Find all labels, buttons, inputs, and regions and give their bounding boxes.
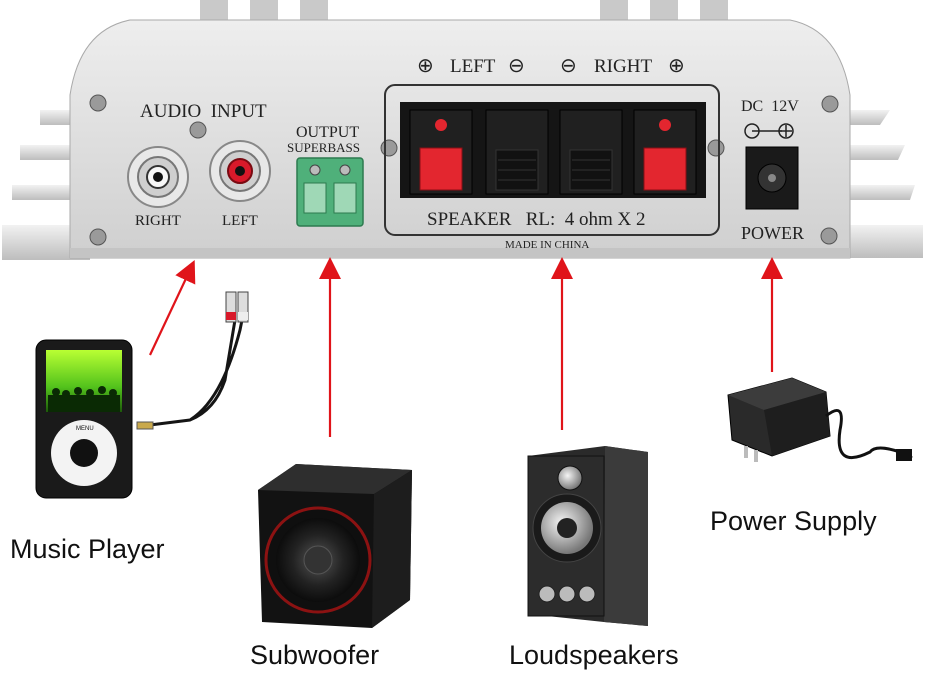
rca-left-jack[interactable] xyxy=(209,140,271,202)
speaker-clip-right-plus[interactable] xyxy=(633,109,697,195)
output-label: OUTPUT xyxy=(296,124,359,141)
subwoofer-label: Subwoofer xyxy=(250,640,379,670)
speaker-right-minus: ⊖ xyxy=(560,55,577,77)
speaker-clip-right-minus[interactable] xyxy=(559,109,623,195)
dc-voltage-label: DC 12V xyxy=(741,98,799,115)
power-label: POWER xyxy=(741,223,804,243)
loudspeaker-illustration xyxy=(527,446,648,626)
rca-right-jack[interactable] xyxy=(127,146,189,208)
heatsink-fins xyxy=(2,0,923,260)
player-menu-label: MENU xyxy=(76,426,94,432)
speaker-left-plus: ⊕ xyxy=(417,55,434,77)
loudspeakers-label: Loudspeakers xyxy=(509,640,679,670)
speaker-left-label: LEFT xyxy=(450,56,496,77)
connection-arrows xyxy=(149,257,783,437)
power-supply-illustration xyxy=(727,377,913,462)
music-player-label: Music Player xyxy=(10,534,165,564)
speaker-right-label: RIGHT xyxy=(594,56,652,77)
superbass-label: SUPERBASS xyxy=(287,140,360,155)
subwoofer-illustration xyxy=(258,464,412,628)
music-player-illustration: MENU xyxy=(35,291,249,499)
dc-power-jack[interactable] xyxy=(745,146,799,210)
amplifier-panel: AUDIO INPUT RIGHT LEFT OUTPUT SUPERBASS xyxy=(2,0,923,260)
dc-polarity-icon xyxy=(744,123,794,139)
superbass-output-terminal[interactable] xyxy=(296,157,364,227)
made-in-label: MADE IN CHINA xyxy=(505,239,589,251)
power-supply-label: Power Supply xyxy=(710,506,877,536)
rca-left-label: LEFT xyxy=(222,213,258,229)
rca-right-label: RIGHT xyxy=(135,213,181,229)
arrow-music-to-input xyxy=(149,260,196,356)
speaker-right-plus: ⊕ xyxy=(668,55,685,77)
speaker-spec-label: SPEAKER RL: 4 ohm X 2 xyxy=(427,209,646,230)
audio-input-label: AUDIO INPUT xyxy=(140,101,267,122)
speaker-left-minus: ⊖ xyxy=(508,55,525,77)
speaker-clip-left-plus[interactable] xyxy=(409,109,473,195)
speaker-clip-left-minus[interactable] xyxy=(485,109,549,195)
